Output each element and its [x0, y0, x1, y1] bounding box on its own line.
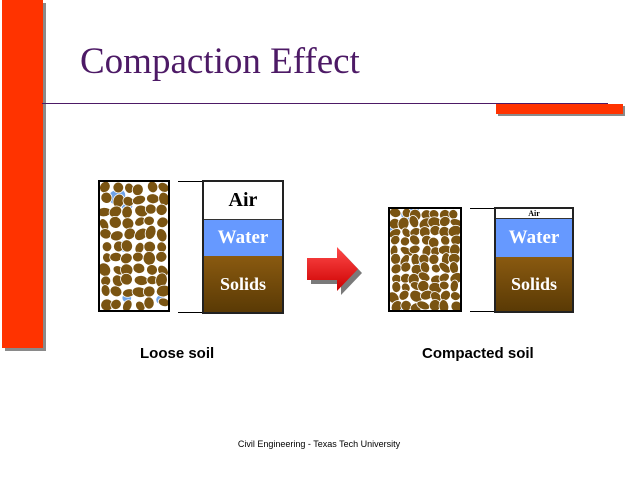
- soil-particle: [132, 252, 143, 262]
- compacted-air-phase: Air: [496, 209, 572, 219]
- soil-particle: [143, 251, 156, 265]
- compacted-water-phase: Water: [496, 219, 572, 257]
- loose-soil-particles: [100, 182, 168, 310]
- compacted-volume-bracket: [470, 208, 496, 312]
- slide-footer: Civil Engineering - Texas Tech Universit…: [0, 439, 638, 449]
- soil-particle: [143, 216, 154, 226]
- loose-phase-diagram: Air Water Solids: [202, 180, 284, 314]
- compacted-soil-sample: [388, 207, 462, 312]
- soil-particle: [143, 297, 154, 310]
- compacted-solids-phase: Solids: [496, 257, 572, 311]
- loose-soil-caption: Loose soil: [140, 345, 214, 362]
- compacted-phase-diagram: Air Water Solids: [494, 207, 574, 313]
- accent-bar-left: [2, 0, 43, 348]
- accent-bar-right: [496, 104, 623, 114]
- soil-particle: [391, 281, 401, 293]
- loose-soil-sample: [98, 180, 170, 312]
- compacted-soil-particles: [390, 209, 460, 310]
- loose-water-phase: Water: [204, 220, 282, 256]
- soil-particle: [145, 204, 157, 215]
- loose-solids-phase: Solids: [204, 256, 282, 312]
- right-arrow-icon: [306, 247, 362, 295]
- slide-title: Compaction Effect: [80, 40, 360, 83]
- compacted-soil-caption: Compacted soil: [422, 345, 534, 362]
- loose-volume-bracket: [178, 181, 204, 313]
- loose-air-phase: Air: [204, 182, 282, 220]
